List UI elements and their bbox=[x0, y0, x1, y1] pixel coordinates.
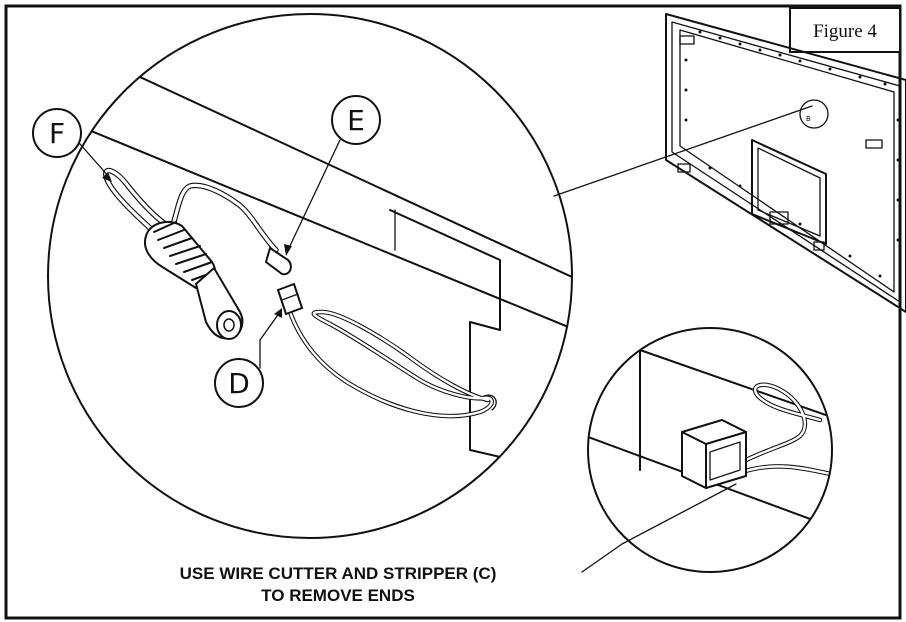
callout-f-label: F bbox=[49, 117, 65, 150]
main-detail-view: F E D bbox=[32, 13, 573, 539]
wire-connector bbox=[276, 282, 497, 419]
detail-leader bbox=[553, 105, 813, 197]
callout-d-label: D bbox=[228, 367, 250, 400]
callout-e-label: E bbox=[347, 104, 365, 137]
drawing-border bbox=[4, 4, 902, 620]
backboard-overview: B bbox=[665, 13, 906, 313]
caption-line-1: USE WIRE CUTTER AND STRIPPER (C) bbox=[180, 564, 497, 583]
caption-line-2: TO REMOVE ENDS bbox=[261, 586, 415, 605]
figure-label-box: Figure 4 bbox=[789, 7, 901, 53]
callout-e: E bbox=[284, 95, 381, 256]
caption: USE WIRE CUTTER AND STRIPPER (C) TO REMO… bbox=[180, 564, 497, 605]
callout-d: D bbox=[214, 308, 282, 408]
power-plug bbox=[103, 167, 292, 340]
cut-leader bbox=[581, 483, 737, 573]
callout-f: F bbox=[32, 108, 112, 182]
cut-detail-view bbox=[581, 327, 833, 573]
frame-rivets bbox=[684, 30, 900, 278]
figure-label: Figure 4 bbox=[813, 21, 877, 42]
detail-marker: B bbox=[806, 115, 811, 123]
